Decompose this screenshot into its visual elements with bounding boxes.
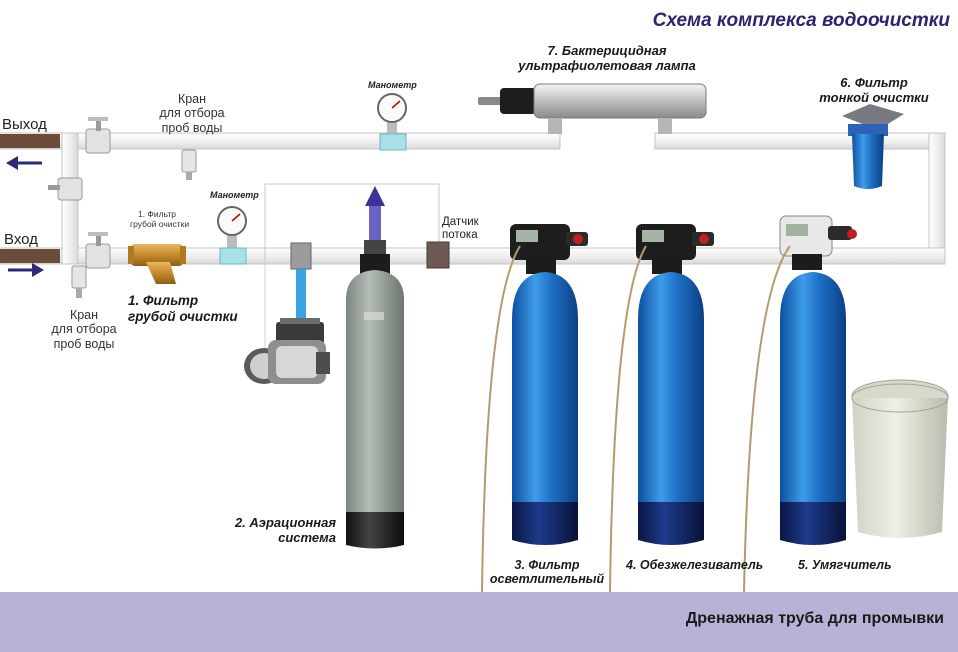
vessel-clarifier-icon [481,224,588,593]
vessel-softener-icon [743,215,857,593]
compressor-icon [244,318,330,384]
flow-arrows [6,156,385,277]
brine-tank-icon [851,379,949,538]
softener-label: 5. Умягчитель [798,558,892,572]
inlet-arrow [8,263,44,277]
drain-pipe-label: Дренажная труба для промывки [685,610,944,627]
valve-icon-top-drop [181,149,197,180]
uv-lamp-icon [478,83,707,134]
valve-icon-bottom-drop [71,265,87,298]
drain-pipe-band: Дренажная труба для промывки [0,592,958,652]
manometer-top-label: Манометр [368,80,417,90]
manometer-bottom-label: Манометр [210,190,259,200]
outlet-arrow [6,156,42,170]
flow-sensor-icon [426,241,450,269]
manometer-bottom-icon [217,206,247,265]
valve-icon-bypass [48,177,83,201]
sample-tap-icons [48,117,197,298]
aeration-tank-icon [346,240,404,549]
valve-icon-bottom [85,232,111,269]
outlet-label: Выход [2,116,47,133]
coarse-filter-icon [128,244,186,284]
fine-filter-icon [842,104,904,189]
iron-remover-label: 4. Обезжелезиватель [626,558,764,572]
aeration-injector-icon [290,242,312,337]
manometer-top-icon [377,93,407,151]
valve-icon-top [85,117,111,154]
diagram-title: Схема комплекса водоочистки [652,10,950,31]
air-arrow [365,186,385,245]
inlet-label: Вход [4,231,38,248]
vessel-iron-remover-icon [609,224,714,593]
